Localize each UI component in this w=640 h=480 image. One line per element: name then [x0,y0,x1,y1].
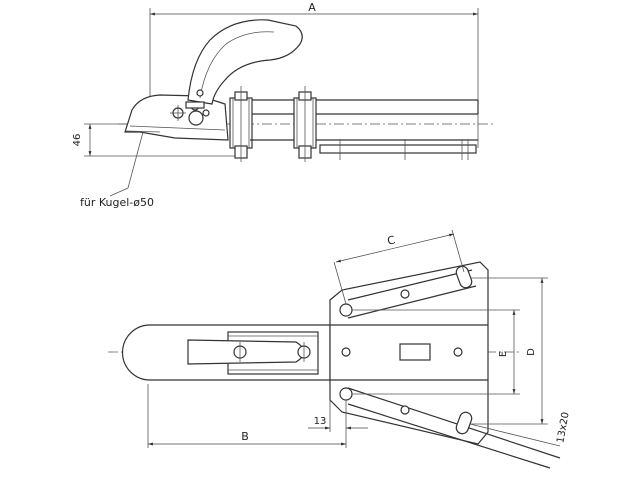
square-slot [399,343,431,361]
dim-a-label: A [308,1,316,14]
top-view: B 13 C E D 13x20 [108,229,572,469]
slot-lower [455,411,473,435]
hole [400,405,410,415]
dim-b-label: B [241,430,249,443]
handle-lever [187,19,303,105]
hole [341,347,351,357]
side-view: A 46 [72,1,495,209]
hole [339,303,353,317]
lower-plate [319,144,477,154]
dim-e-label: E [498,351,509,357]
kugel-note: für Kugel-ø50 [80,196,154,209]
hole [339,387,353,401]
hole [400,289,410,299]
dim-46-label: 46 [72,134,83,147]
dim-c-label: C [386,233,397,247]
slot-upper [455,265,473,289]
slot-label: 13x20 [555,411,571,444]
hole [453,347,463,357]
dim-13-label: 13 [314,416,327,427]
dim-c-line [335,233,455,263]
dim-d-label: D [526,348,537,356]
